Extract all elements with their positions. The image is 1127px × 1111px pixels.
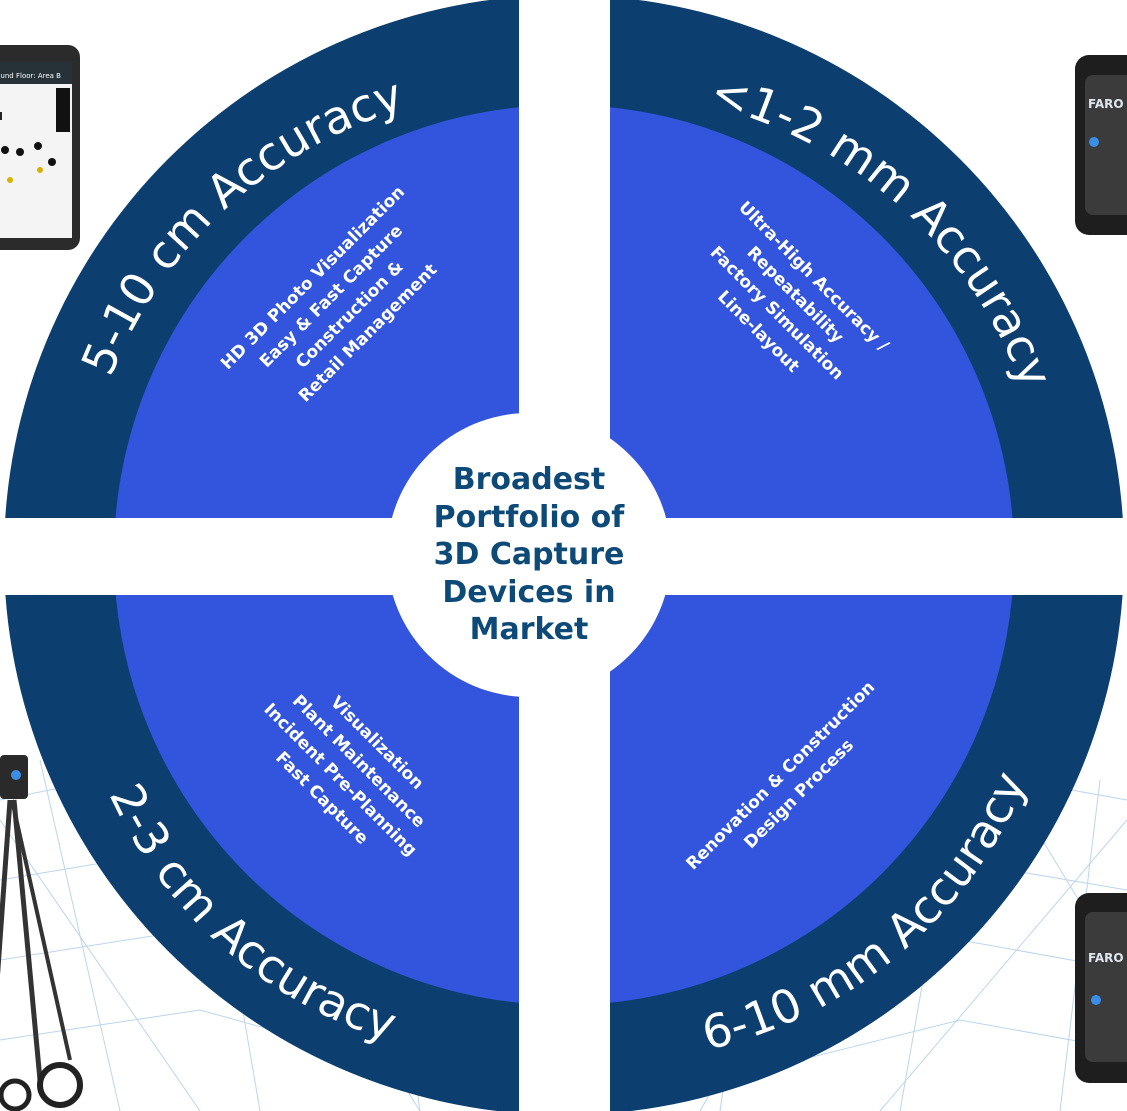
center-title-line: Devices in: [442, 574, 616, 610]
scanner-device-image-top: FARO: [1075, 55, 1127, 235]
scanner-logo-text-top: FARO: [1088, 97, 1124, 111]
center-title: Broadest Portfolio of 3D Capture Devices…: [387, 413, 671, 697]
scanner-logo-text-bottom: FARO: [1088, 951, 1124, 965]
phone-device-image: Ground Floor: Area B: [0, 45, 80, 250]
center-title-line: Broadest: [452, 462, 606, 498]
center-circle: [387, 413, 671, 697]
center-title-line: 3D Capture: [433, 537, 625, 573]
center-title-line: Portfolio of: [433, 499, 625, 535]
phone-header-text: Ground Floor: Area B: [0, 72, 61, 80]
tripod-scanner-image: [0, 755, 83, 1111]
scanner-device-image-bottom: FARO: [1075, 893, 1127, 1083]
center-title-line: Market: [469, 612, 589, 648]
